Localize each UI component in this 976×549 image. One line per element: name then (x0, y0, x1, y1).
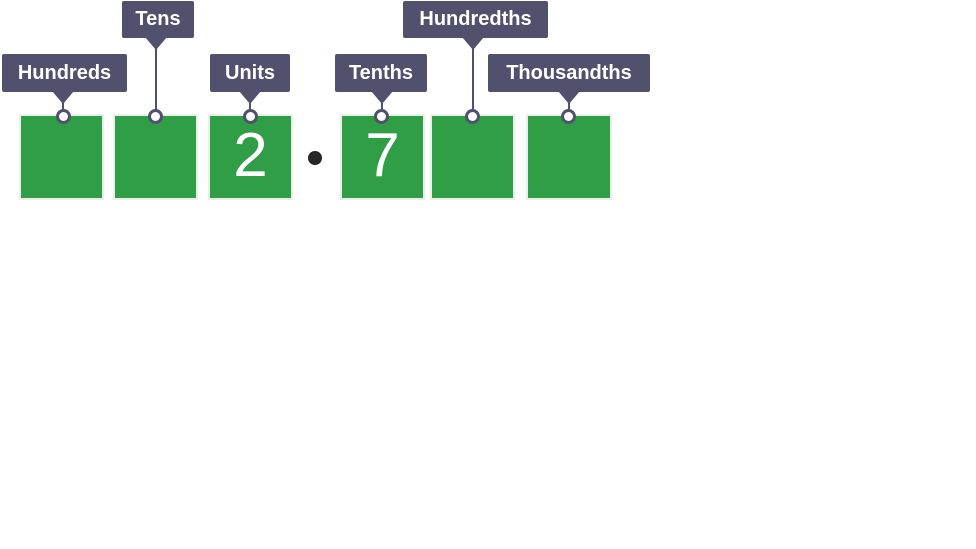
connector-dot (148, 109, 163, 124)
label-pointer-tail (558, 91, 580, 104)
label-thousandths: Thousandths (488, 54, 650, 92)
connector-line (62, 92, 64, 116)
connector-line (472, 38, 474, 116)
digit-box-tenths: 7 (342, 116, 423, 198)
connector-dot (465, 109, 480, 124)
digit-box-hundreds (21, 116, 102, 198)
connector-line (155, 38, 157, 116)
label-pointer-tail (239, 91, 261, 104)
label-units: Units (210, 54, 290, 92)
connector-line (249, 92, 251, 116)
digit-box-hundredths (432, 116, 513, 198)
digit-box-units: 2 (210, 116, 291, 198)
label-pointer-tail (145, 37, 167, 50)
label-tenths: Tenths (335, 54, 427, 92)
label-pointer-tail (462, 37, 484, 50)
connector-line (568, 92, 570, 116)
connector-dot (374, 109, 389, 124)
label-pointer-tail (52, 91, 74, 104)
connector-line (381, 92, 383, 116)
connector-dot (243, 109, 258, 124)
digit-box-tens (115, 116, 196, 198)
label-hundredths: Hundredths (403, 1, 548, 38)
decimal-point (308, 151, 322, 165)
label-pointer-tail (371, 91, 393, 104)
digit-value: 2 (233, 121, 268, 190)
digit-value: 7 (365, 121, 400, 190)
connector-dot (56, 109, 71, 124)
label-hundreds: Hundreds (2, 54, 127, 92)
digit-box-thousandths (528, 116, 610, 198)
label-tens: Tens (122, 1, 194, 38)
connector-dot (561, 109, 576, 124)
